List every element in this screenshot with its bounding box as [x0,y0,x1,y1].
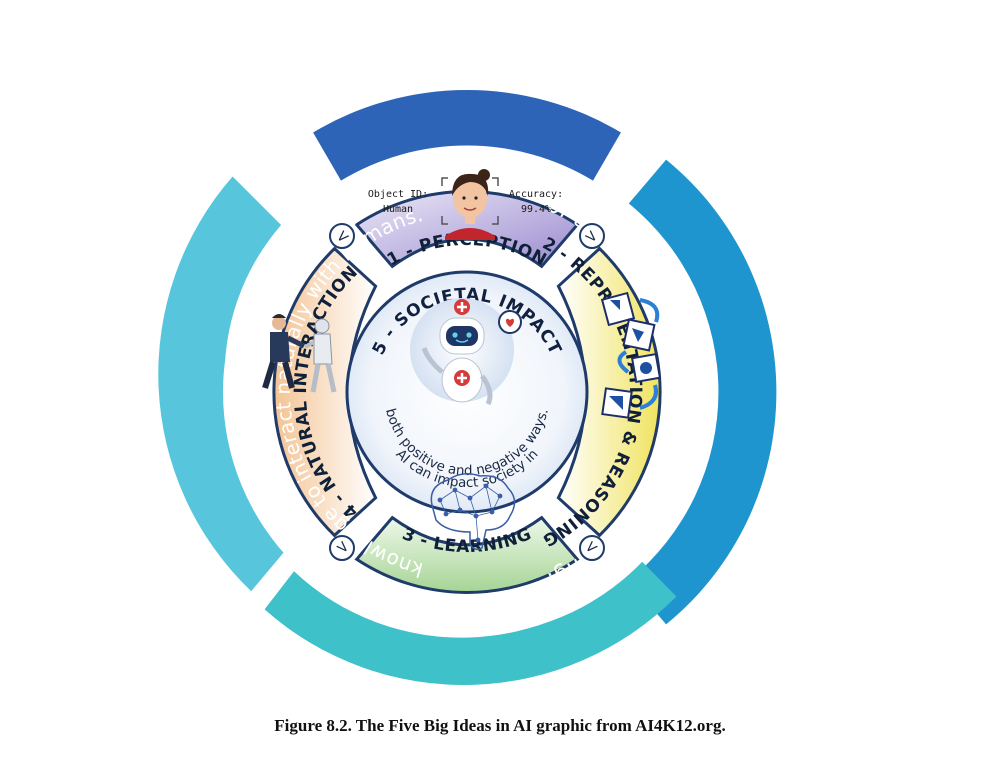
figure-caption: Figure 8.2. The Five Big Ideas in AI gra… [274,716,726,735]
interaction-band [158,176,294,592]
accuracy-label: Accuracy: [509,189,563,200]
representation-band [628,159,777,625]
accuracy-value: 99.4% [521,204,551,215]
perception-band [313,90,621,181]
robot-illustration [410,298,522,406]
chevron-top-right: > [579,223,605,249]
learning-band [264,559,677,685]
reasoning-cubes-illustration [600,291,662,419]
five-big-ideas-diagram: Computers perceive the world using senso… [158,90,777,685]
neural-brain-illustration [430,473,516,551]
chevron-top-left: < [329,223,355,249]
human-robot-handshake-illustration [262,314,337,393]
object-id-value: Human [383,204,413,215]
learning-panel [354,515,580,594]
chevron-bottom-left: < [329,535,355,561]
chevron-bottom-right: > [579,535,605,561]
object-id-label: Object ID: [368,189,428,200]
face-recognition-illustration: Object ID: Human Accuracy: 99.4% [368,169,563,240]
